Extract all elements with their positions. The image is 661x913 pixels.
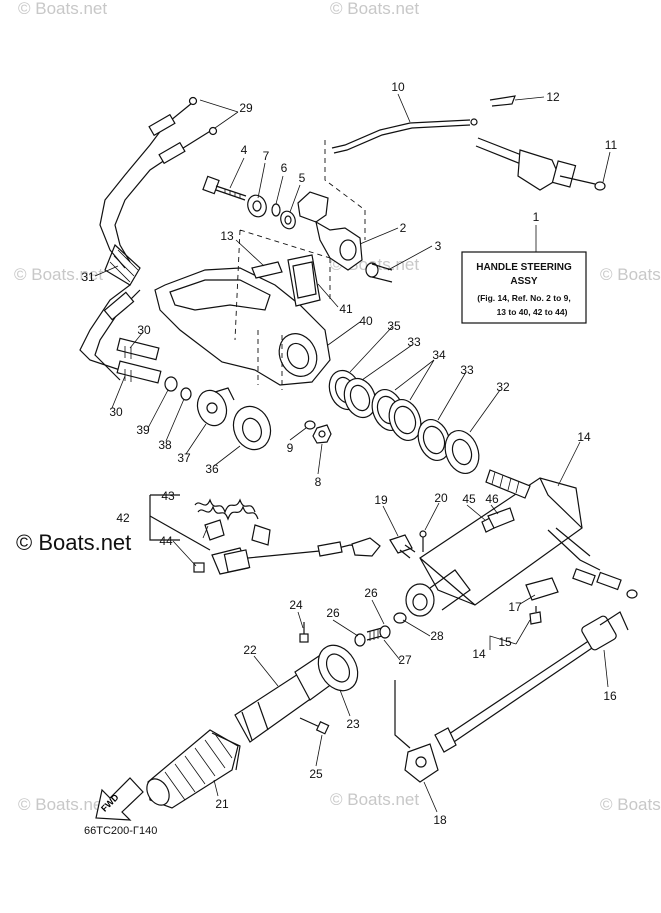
watermark-main: © Boats.net bbox=[16, 530, 131, 555]
callout-11: 11 bbox=[605, 138, 618, 152]
callout-37: 37 bbox=[177, 451, 191, 465]
washers bbox=[328, 369, 480, 474]
grip-bolt bbox=[389, 530, 427, 559]
callout-5: 5 bbox=[299, 171, 306, 185]
callout-14-main: 14 bbox=[577, 430, 591, 444]
callout-13: 13 bbox=[220, 229, 234, 243]
shift-rod bbox=[324, 118, 478, 240]
shift-lever bbox=[297, 191, 363, 271]
throttle-grip bbox=[146, 644, 359, 809]
callout-17: 17 bbox=[508, 600, 522, 614]
friction-block bbox=[287, 254, 321, 307]
fwd-arrow-icon bbox=[95, 777, 144, 821]
callout-25: 25 bbox=[309, 767, 323, 781]
info-box-line2: ASSY bbox=[510, 276, 538, 287]
mounting-plate bbox=[525, 577, 559, 601]
watermark-bottom-left: © Boats.net bbox=[18, 795, 107, 814]
grip-screws bbox=[299, 622, 330, 735]
holder-clip bbox=[394, 680, 439, 783]
callout-21: 21 bbox=[215, 797, 229, 811]
watermark-bottom-center: © Boats.net bbox=[330, 790, 419, 809]
callout-29: 29 bbox=[239, 101, 253, 115]
callout-30-lower: 30 bbox=[109, 405, 123, 419]
callout-15: 15 bbox=[498, 635, 512, 649]
info-box-line3: (Fig. 14, Ref. No. 2 to 9, bbox=[477, 293, 571, 303]
callout-42: 42 bbox=[116, 511, 130, 525]
callout-39: 39 bbox=[136, 423, 150, 437]
callout-3: 3 bbox=[435, 239, 442, 253]
callout-26-right: 26 bbox=[364, 586, 378, 600]
callout-38: 38 bbox=[158, 438, 172, 452]
washer-nut bbox=[304, 420, 332, 444]
watermark-mid-left: © Boats.net bbox=[14, 265, 103, 284]
callout-28: 28 bbox=[430, 629, 444, 643]
callout-45: 45 bbox=[462, 492, 476, 506]
cable-ends bbox=[116, 337, 162, 384]
callout-19: 19 bbox=[374, 493, 388, 507]
small-screw bbox=[529, 606, 542, 625]
callout-18: 18 bbox=[433, 813, 447, 827]
watermark-top-left: © Boats.net bbox=[18, 0, 107, 18]
info-box-line4: 13 to 40, 42 to 44) bbox=[497, 307, 568, 317]
callout-10: 10 bbox=[391, 80, 405, 94]
rod-clip bbox=[489, 95, 516, 107]
callout-23: 23 bbox=[346, 717, 360, 731]
callout-46: 46 bbox=[485, 492, 499, 506]
callout-33-lower: 33 bbox=[460, 363, 474, 377]
lever-bolt bbox=[365, 262, 393, 283]
callout-7: 7 bbox=[263, 149, 270, 163]
callout-41: 41 bbox=[339, 302, 353, 316]
throttle-cable bbox=[79, 96, 218, 381]
callout-16: 16 bbox=[603, 689, 617, 703]
callout-1: 1 bbox=[533, 210, 540, 224]
stop-switch bbox=[149, 494, 381, 575]
collar-parts bbox=[164, 376, 235, 427]
callout-9: 9 bbox=[287, 441, 294, 455]
steering-bracket bbox=[154, 267, 331, 390]
callout-43: 43 bbox=[161, 489, 175, 503]
callout-22: 22 bbox=[243, 643, 257, 657]
friction-screw-set bbox=[354, 612, 407, 647]
callout-14-sub: 14 bbox=[472, 647, 486, 661]
callout-40: 40 bbox=[359, 314, 373, 328]
info-box-frame bbox=[461, 251, 587, 324]
decal bbox=[234, 229, 331, 341]
callout-31: 31 bbox=[81, 270, 95, 284]
callout-44: 44 bbox=[159, 534, 173, 548]
shift-shaft bbox=[475, 137, 606, 191]
callout-36: 36 bbox=[205, 462, 219, 476]
callout-24: 24 bbox=[289, 598, 303, 612]
steering-handle-body bbox=[405, 469, 638, 617]
callout-8: 8 bbox=[315, 475, 322, 489]
callout-34: 34 bbox=[432, 348, 446, 362]
callout-2: 2 bbox=[400, 221, 407, 235]
watermark-bottom-right: © Boats.net bbox=[600, 795, 661, 814]
watermark-mid-right: © Boats.net bbox=[600, 265, 661, 284]
bushing bbox=[232, 405, 272, 451]
callout-33-upper: 33 bbox=[407, 335, 421, 349]
info-box: HANDLE STEERING ASSY (Fig. 14, Ref. No. … bbox=[461, 225, 587, 324]
leader-lines bbox=[94, 93, 611, 813]
callout-numbers: 1 2 3 4 5 6 7 8 9 10 11 12 13 14 14 15 1… bbox=[81, 80, 617, 827]
callout-20: 20 bbox=[434, 491, 448, 505]
info-box-line1: HANDLE STEERING bbox=[476, 262, 572, 273]
callout-12: 12 bbox=[546, 90, 560, 104]
part-drawings: FWD bbox=[79, 95, 638, 821]
callout-26-left: 26 bbox=[326, 606, 340, 620]
callout-32: 32 bbox=[496, 380, 510, 394]
diagram-code: 66TC200-Γ140 bbox=[84, 825, 157, 837]
callout-4: 4 bbox=[241, 143, 248, 157]
callout-30-upper: 30 bbox=[137, 323, 151, 337]
throttle-shaft bbox=[434, 611, 629, 753]
body-decals bbox=[481, 507, 515, 533]
callout-27: 27 bbox=[398, 653, 412, 667]
watermark-top-center: © Boats.net bbox=[330, 0, 419, 18]
pivot-bolt bbox=[202, 175, 296, 230]
fwd-arrow: FWD bbox=[95, 777, 144, 821]
callout-35: 35 bbox=[387, 319, 401, 333]
callout-6: 6 bbox=[281, 161, 288, 175]
